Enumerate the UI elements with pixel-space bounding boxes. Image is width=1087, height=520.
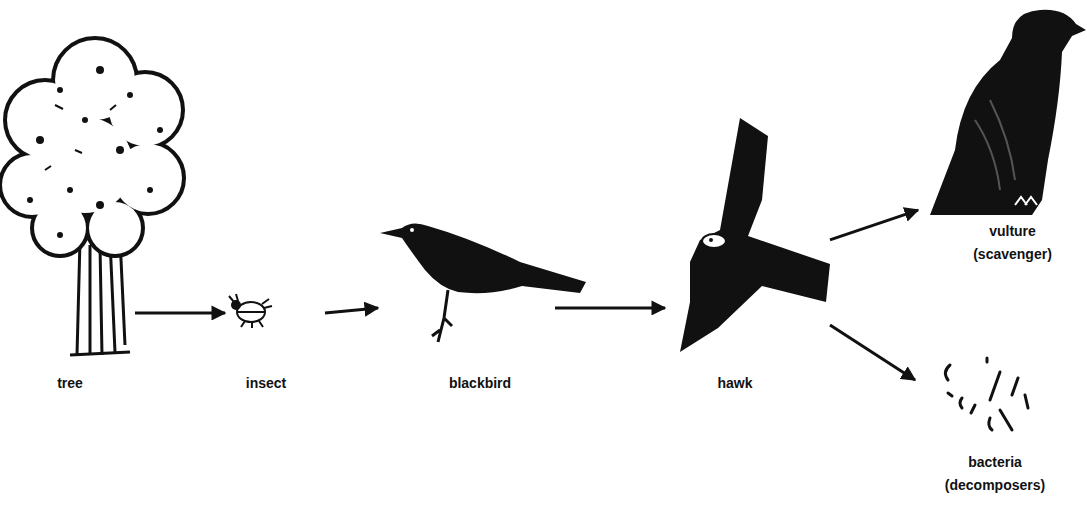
organism-label: blackbird xyxy=(430,372,530,395)
organism-node: vulture (scavenger) xyxy=(918,0,1083,220)
hawk-drawing xyxy=(680,118,830,352)
organism-label: tree xyxy=(40,372,100,395)
organism-node: blackbird xyxy=(378,225,555,350)
organism-node: tree xyxy=(5,40,135,360)
bacteria-drawing xyxy=(945,358,1028,430)
food-arrow xyxy=(830,210,918,240)
tree-drawing xyxy=(0,38,184,355)
organism-label: insect xyxy=(225,372,307,395)
organism-label: hawk xyxy=(695,372,775,395)
organism-node: hawk xyxy=(665,115,830,355)
food-arrow xyxy=(325,308,378,313)
organism-label: bacteria (decomposers) xyxy=(940,451,1050,497)
vulture-drawing xyxy=(930,10,1086,215)
organism-label: vulture (scavenger) xyxy=(965,220,1060,266)
food-arrow xyxy=(830,325,915,380)
organism-node: insect xyxy=(225,290,325,330)
organism-node: bacteria (decomposers) xyxy=(915,345,1035,445)
blackbird-drawing xyxy=(380,223,586,342)
food-arrow xyxy=(135,311,225,314)
insect-drawing xyxy=(229,294,272,328)
food-arrow xyxy=(555,306,665,309)
